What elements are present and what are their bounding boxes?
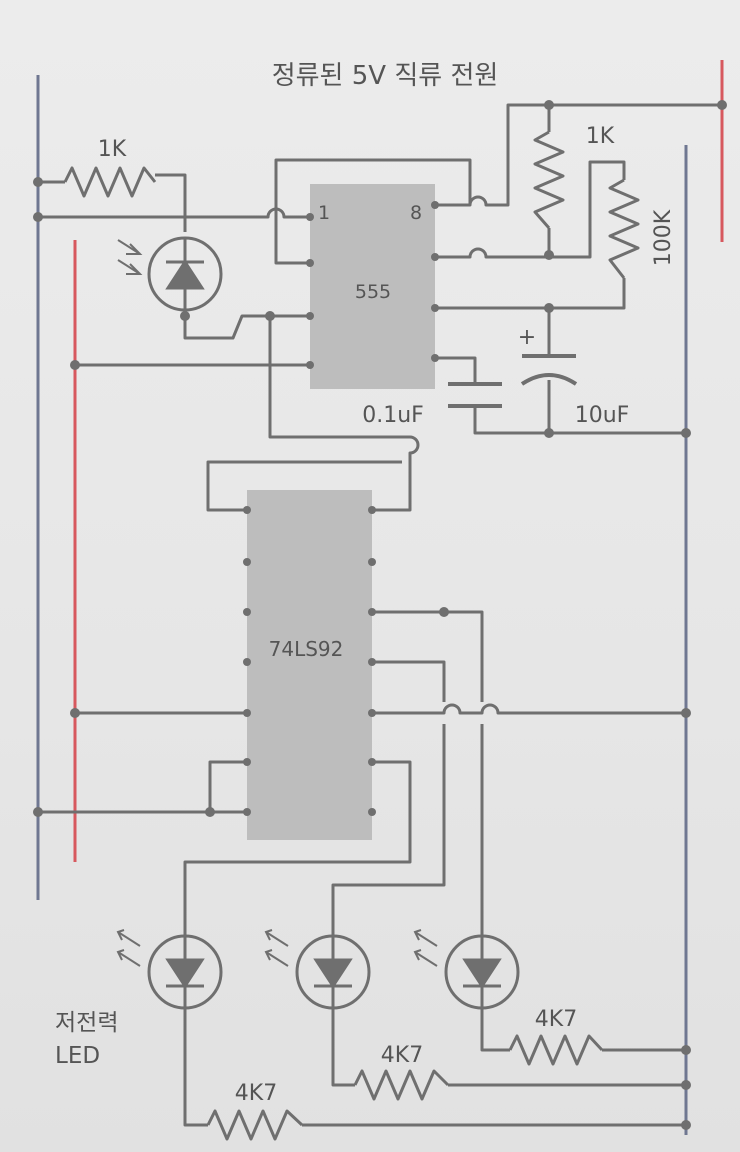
resistor-timing-100k <box>608 178 640 279</box>
wire-555-left-link <box>274 158 472 265</box>
led-2 <box>264 929 371 1010</box>
wire-555-pin5-cap <box>435 356 477 382</box>
chip-555-label: 555 <box>355 281 391 303</box>
label-led-caption-1: 저전력 <box>55 1010 118 1036</box>
led-1 <box>116 929 223 1010</box>
cap-large-plate-bottom <box>520 373 578 386</box>
resistor-led3 <box>508 1034 604 1066</box>
light-out-arrows-icon <box>116 929 141 967</box>
chip-555-pin8-label: 8 <box>410 202 422 224</box>
label-c-large: 10uF <box>575 403 630 428</box>
junction-dots <box>33 100 727 1130</box>
wire-counter-out-a <box>372 610 484 702</box>
wire-counter-gnd <box>372 703 686 715</box>
wire-counter-to-led1 <box>183 760 412 955</box>
wire-pin8-to-top <box>435 103 722 207</box>
label-r-led1: 4K7 <box>235 1081 277 1106</box>
resistor-led2 <box>353 1069 450 1101</box>
resistor-top-1k <box>533 130 565 229</box>
chip-74ls92: 74LS92 <box>247 490 372 840</box>
label-c-polarity: + <box>518 325 536 350</box>
led-3 <box>413 929 520 1010</box>
wire-555-out-to-counter <box>268 316 420 512</box>
wire-counter-out-b-down <box>331 724 446 960</box>
light-in-arrows-icon <box>117 239 143 275</box>
wire-rail-to-pin1 <box>38 207 310 219</box>
chip-74ls92-label: 74LS92 <box>269 637 344 661</box>
light-out-arrows-icon <box>413 929 438 967</box>
wire-counter-left-loop <box>208 760 247 812</box>
label-c-small: 0.1uF <box>362 403 424 428</box>
wire-r100k-bottom <box>549 278 626 310</box>
chip-555-body <box>310 184 435 389</box>
wire-photodiode-to-pin2 <box>183 314 310 340</box>
wire-led2-to-r <box>331 1008 355 1087</box>
wire-cap-small-bottom <box>473 408 686 435</box>
wire-led1-to-r <box>183 1008 208 1127</box>
photodiode <box>117 236 223 312</box>
resistor-led1 <box>206 1109 304 1141</box>
chip-74ls92-body <box>247 490 372 840</box>
light-out-arrows-icon <box>264 929 289 967</box>
wire-counter-top-left <box>206 460 402 512</box>
chip-555-pin1-label: 1 <box>318 202 330 224</box>
wire-led3-to-r <box>480 1008 510 1052</box>
resistor-photo-1k <box>63 166 157 198</box>
schematic-title: 정류된 5V 직류 전원 <box>272 61 499 91</box>
label-r-led2: 4K7 <box>381 1043 423 1068</box>
wire-counter-out-b <box>372 660 446 702</box>
label-r-photo: 1K <box>98 137 127 162</box>
resistors <box>63 130 640 1141</box>
capacitors <box>448 354 578 408</box>
chip-555: 555 1 8 <box>310 184 435 389</box>
label-r-top: 1K <box>586 124 615 149</box>
wire-pin7 <box>435 160 626 259</box>
photodiode-symbol <box>165 259 205 290</box>
wire-r1k-to-photodiode <box>155 173 187 232</box>
label-r-timing: 100K <box>651 209 676 266</box>
label-r-led3: 4K7 <box>535 1007 577 1032</box>
label-led-caption-2: LED <box>55 1043 100 1069</box>
